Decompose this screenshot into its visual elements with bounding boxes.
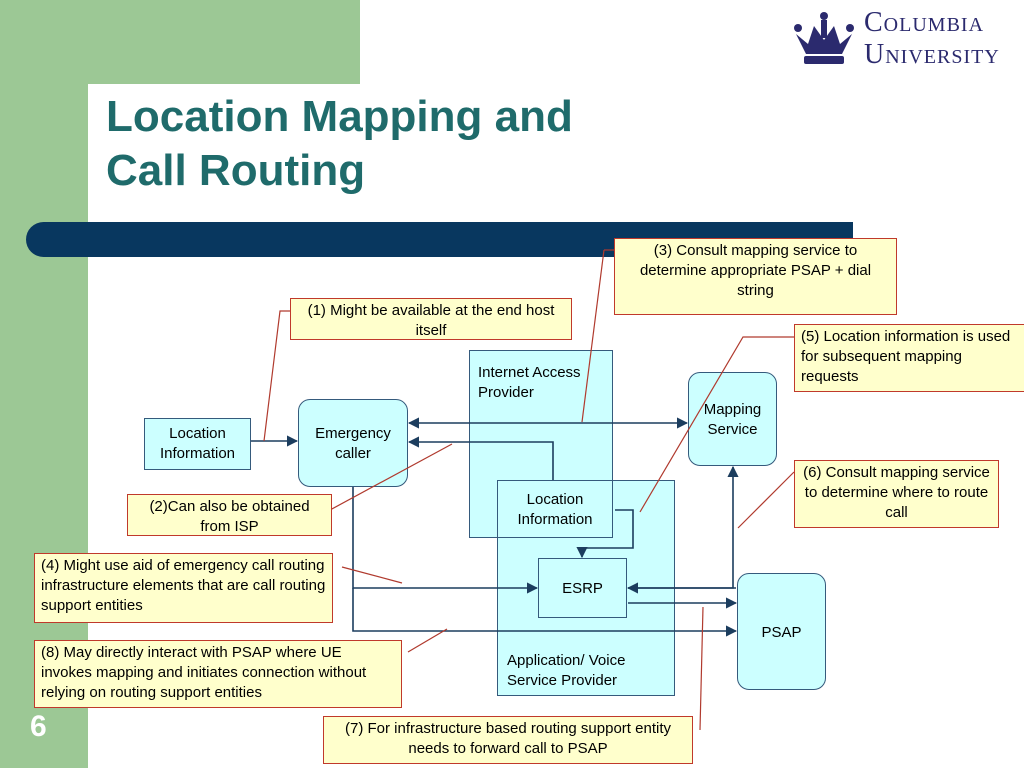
mapping-service-line1: Mapping: [703, 401, 762, 418]
note-5: (5) Location information is used for sub…: [794, 324, 1024, 392]
location-info-left-line2: Information: [159, 445, 236, 462]
crown-icon: [794, 12, 854, 64]
voice-service-provider-label: Application/ Voice Service Provider: [507, 651, 625, 691]
arrow-caller-to-psap: [352, 588, 738, 637]
note-3: (3) Consult mapping service to determine…: [614, 238, 897, 315]
arrow-center-location-to-caller: [407, 436, 554, 480]
note-7: (7) For infrastructure based routing sup…: [323, 716, 693, 764]
logo-word-columbia: Columbia: [864, 7, 985, 38]
callout-line-8: [407, 628, 448, 653]
note-2: (2)Can also be obtained from ISP: [127, 494, 332, 536]
arrow-esrp-to-mapping: [628, 465, 739, 589]
esrp-box: ESRP: [538, 558, 627, 618]
internet-access-provider-line1: Internet Access: [478, 364, 581, 381]
callout-line-5: [639, 336, 794, 513]
callout-line-3b: [581, 249, 605, 423]
esrp-label: ESRP: [562, 580, 603, 597]
location-info-center-line1: Location: [526, 491, 584, 508]
top-green-block: [0, 0, 360, 84]
columbia-logo: Columbia University: [790, 6, 1022, 72]
callout-line-4: [341, 566, 403, 584]
psap-box: PSAP: [737, 573, 826, 690]
emergency-caller-box: Emergency caller: [298, 399, 408, 487]
location-info-left-line1: Location: [169, 425, 226, 442]
arrow-location-to-esrp: [576, 509, 634, 559]
emergency-caller-line2: caller: [335, 445, 371, 462]
voice-service-provider-line2: Service Provider: [507, 672, 618, 689]
callout-line-7: [699, 606, 704, 731]
callout-line-2: [329, 443, 453, 511]
emergency-caller-line1: Emergency: [315, 425, 391, 442]
internet-access-provider-line2: Provider: [478, 384, 534, 401]
mapping-service-line2: Service: [707, 421, 758, 438]
location-info-left-box: Location Information: [144, 418, 251, 470]
note-1: (1) Might be available at the end host i…: [290, 298, 572, 340]
psap-label: PSAP: [761, 624, 802, 641]
mapping-service-box: Mapping Service: [688, 372, 777, 466]
arrow-caller-to-esrp: [352, 487, 539, 594]
location-info-center-line2: Information: [517, 511, 593, 528]
note-6: (6) Consult mapping service to determine…: [794, 460, 999, 528]
note-4: (4) Might use aid of emergency call rout…: [34, 553, 333, 623]
slide-title-line2: Call Routing: [106, 146, 366, 195]
callout-line-6: [737, 471, 795, 529]
voice-service-provider-line1: Application/ Voice: [507, 652, 626, 669]
location-info-center-box: Location Information: [497, 480, 613, 538]
logo-word-university: University: [864, 39, 1000, 70]
page-number: 6: [30, 710, 47, 743]
slide-title-line1: Location Mapping and: [106, 92, 573, 141]
note-8: (8) May directly interact with PSAP wher…: [34, 640, 402, 708]
slide-title: Location Mapping and Call Routing: [106, 90, 573, 198]
callout-line-1: [263, 310, 290, 442]
